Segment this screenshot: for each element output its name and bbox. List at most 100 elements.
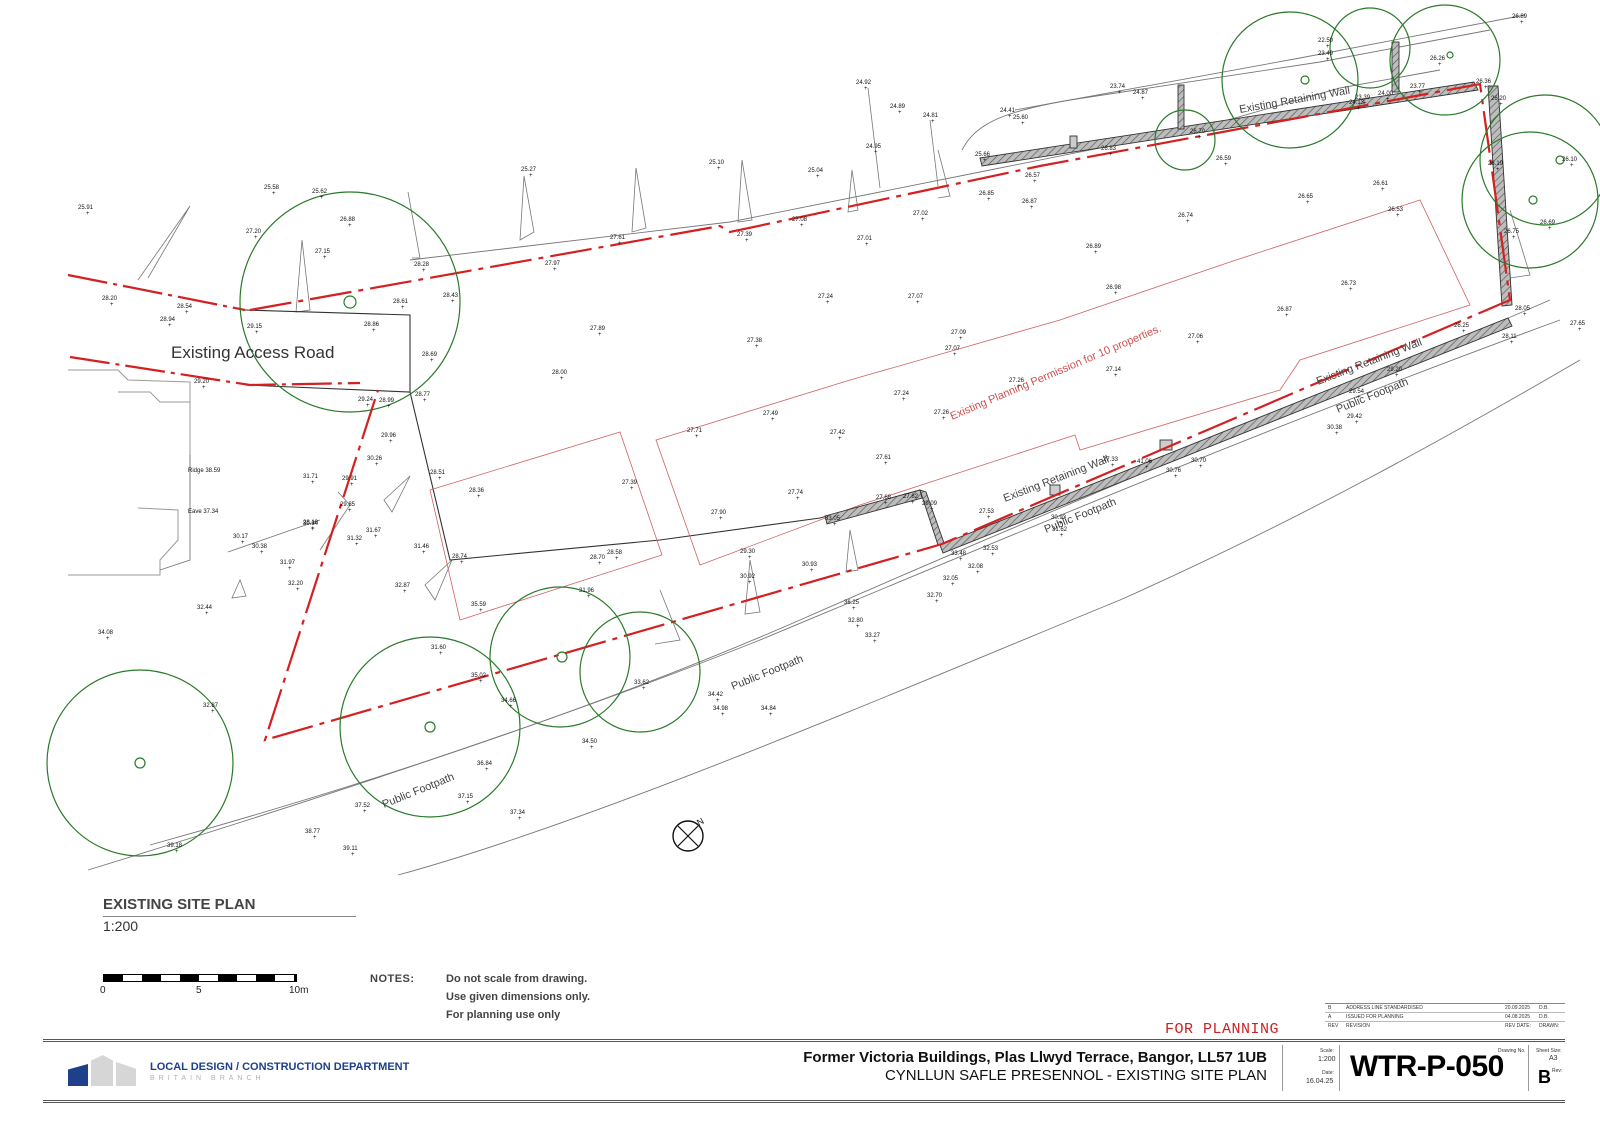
spot-level: 27.49 — [763, 411, 779, 417]
spot-level: 27.39 — [737, 232, 753, 238]
trees — [46, 4, 1600, 857]
spot-level-marker: + — [1570, 163, 1574, 169]
spot-level-marker: + — [529, 173, 533, 179]
tree — [239, 191, 461, 413]
spot-level: 34.08 — [98, 630, 114, 636]
spot-level-marker: + — [387, 404, 391, 410]
scale-bar — [103, 974, 297, 982]
spot-level: 33.27 — [865, 633, 881, 639]
spot-level: 27.74 — [788, 490, 804, 496]
spot-level-marker: + — [313, 835, 317, 841]
spot-level: 27.33 — [1103, 457, 1119, 463]
spot-level: 26.70 — [1190, 129, 1206, 135]
scale-date-cell — [1282, 1045, 1340, 1091]
spot-level-marker: + — [1418, 90, 1422, 96]
spot-level: 26.74 — [1178, 213, 1194, 219]
spot-level-marker: + — [1363, 101, 1367, 107]
spot-level: 29.20 — [1387, 367, 1403, 373]
spot-level-marker: + — [296, 587, 300, 593]
tree — [46, 669, 234, 857]
spot-level-marker: + — [466, 800, 470, 806]
sheet-size-value: A3 — [1549, 1055, 1558, 1062]
spot-level: 31.62 — [1052, 527, 1068, 533]
spot-level-marker: + — [1199, 464, 1203, 470]
spot-level-marker: + — [1510, 340, 1514, 346]
spot-level-marker: + — [323, 255, 327, 261]
access-road-label: Existing Access Road — [171, 343, 334, 362]
ridge-label: Ridge 38.59 — [188, 468, 221, 474]
spot-level: 28.28 — [414, 262, 430, 268]
spot-level-marker: + — [351, 852, 355, 858]
spot-level-marker: + — [175, 849, 179, 855]
spot-level: 36.84 — [477, 761, 493, 767]
spot-level-marker: + — [477, 494, 481, 500]
spot-level: 39.18 — [167, 843, 183, 849]
spot-level: 27.68 — [876, 495, 892, 501]
spot-level-marker: + — [168, 323, 172, 329]
spot-level: 25.58 — [264, 185, 280, 191]
spot-level-marker: + — [1357, 395, 1361, 401]
spot-level: 25.91 — [78, 205, 94, 211]
spot-level-marker: + — [1033, 179, 1037, 185]
spot-level-marker: + — [630, 486, 634, 492]
spot-level-marker: + — [1030, 205, 1034, 211]
spot-level: 24.00 — [1378, 91, 1394, 97]
spot-level-marker: + — [1306, 200, 1310, 206]
spot-level: 27.53 — [979, 509, 995, 515]
spot-level: 30.70 — [1191, 458, 1207, 464]
spot-level: 27.38 — [747, 338, 763, 344]
spot-level-marker: + — [771, 417, 775, 423]
spot-level-marker: + — [1224, 162, 1228, 168]
spot-level-marker: + — [375, 462, 379, 468]
spot-level: 25.66 — [975, 152, 991, 158]
spot-level-marker: + — [355, 542, 359, 548]
spot-level: 28.11 — [1502, 334, 1517, 340]
spot-level-marker: + — [255, 330, 259, 336]
spot-level: 34.84 — [761, 706, 777, 712]
tree — [1389, 4, 1501, 116]
spot-level: 34.66 — [501, 698, 517, 704]
spot-level: 26.20 — [1491, 96, 1507, 102]
eave-label: Eave 37.34 — [188, 509, 219, 515]
spot-level: 41.06 — [1137, 459, 1153, 465]
spot-level: 25.60 — [1013, 115, 1029, 121]
spot-level-marker: + — [716, 698, 720, 704]
spot-level-marker: + — [366, 403, 370, 409]
spot-level-marker: + — [1386, 97, 1390, 103]
spot-level: 26.75 — [1504, 229, 1520, 235]
spot-level-marker: + — [479, 608, 483, 614]
spot-level: 26.87 — [1022, 199, 1038, 205]
spot-level: 27.24 — [818, 294, 834, 300]
public-footpath-label-3: Public Footpath — [730, 653, 805, 693]
spot-level-marker: + — [1118, 90, 1122, 96]
spot-level: 34.42 — [708, 692, 724, 698]
spot-level-marker: + — [320, 195, 324, 201]
revision-header-row: REV REVISION REV DATE: DRAWN: — [1328, 1023, 1560, 1029]
tree — [489, 586, 631, 728]
spot-level: 28.05 — [1515, 306, 1531, 312]
drawing-title: CYNLLUN SAFLE PRESENNOL - EXISTING SITE … — [884, 1067, 1267, 1084]
spot-level-marker: + — [991, 552, 995, 558]
note-line: Do not scale from drawing. — [446, 973, 588, 985]
spot-level-marker: + — [1174, 474, 1178, 480]
north-arrow: N — [672, 816, 706, 852]
spot-level-marker: + — [959, 336, 963, 342]
spot-level-marker: + — [479, 679, 483, 685]
spot-level: 27.61 — [610, 235, 626, 241]
spot-level-marker: + — [769, 712, 773, 718]
tree — [1154, 109, 1216, 171]
spot-level: 26.87 — [1277, 307, 1293, 313]
spot-level: 28.77 — [415, 392, 431, 398]
spot-level: 29.20 — [194, 379, 210, 385]
scale-bar-label-10: 10m — [289, 985, 309, 996]
scale-bar-label-0: 0 — [100, 985, 106, 996]
sheet-size-label: Sheet Size: — [1536, 1048, 1562, 1054]
spot-level-marker: + — [800, 223, 804, 229]
spot-level: 30.93 — [1051, 515, 1067, 521]
spot-level: 26.61 — [1373, 181, 1389, 187]
spot-level: 23.74 — [1110, 84, 1126, 90]
spot-level: 37.52 — [355, 803, 371, 809]
spot-level-marker: + — [1520, 20, 1524, 26]
spot-level: 31.97 — [280, 560, 296, 566]
spot-level: 39.11 — [343, 846, 358, 852]
